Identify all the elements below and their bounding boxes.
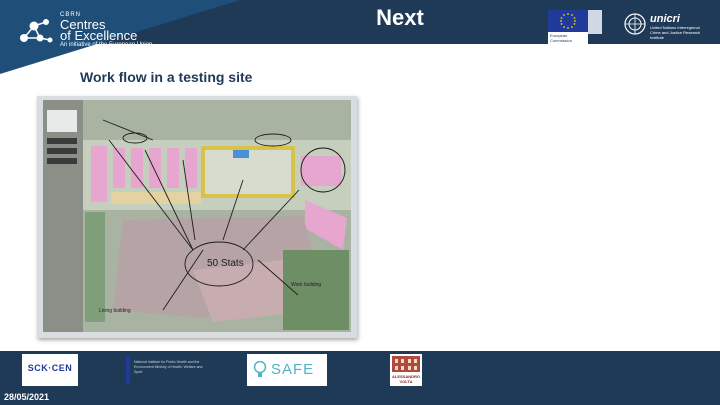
cbrn-coe-logo: CBRN Centres of Excellence An initiative… bbox=[16, 12, 206, 52]
coe-tagline: An initiative of the European Union bbox=[60, 42, 153, 48]
site-plan-image: 50 Stats Living building Work building bbox=[43, 100, 351, 332]
footer-bar: 28/05/2021 bbox=[0, 391, 720, 405]
testing-site-photo: 50 Stats Living building Work building bbox=[37, 96, 357, 338]
coe-cbrn-label: CBRN bbox=[60, 12, 82, 18]
unicri-logo: unicri United Nations Interregional Crim… bbox=[624, 11, 716, 40]
berlaymont-building-icon bbox=[588, 10, 602, 34]
sck-cen-logo: SCK·CEN bbox=[22, 354, 78, 386]
european-commission-logo: European Commission bbox=[548, 10, 588, 44]
safe-logo: SAFE bbox=[247, 354, 327, 386]
annotation-stats: 50 Stats bbox=[207, 258, 244, 269]
partner-strip bbox=[0, 351, 720, 391]
eu-caption: European Commission bbox=[550, 33, 573, 43]
eu-flag-icon bbox=[548, 10, 588, 32]
molecule-icon bbox=[20, 19, 53, 43]
page-title: Next bbox=[376, 5, 424, 30]
volta-label: ALESSANDRO VOLTA bbox=[391, 374, 420, 384]
un-emblem-icon bbox=[624, 13, 646, 35]
rivm-label: National Institute for Public Health and… bbox=[134, 360, 203, 374]
slide-title: Work flow in a testing site bbox=[80, 69, 253, 85]
rivm-emblem-icon bbox=[126, 356, 130, 384]
unicri-description: United Nations Interregional Crime and J… bbox=[650, 25, 701, 40]
safe-lightbulb-icon bbox=[253, 361, 267, 377]
coe-title-line2: of Excellence bbox=[60, 28, 138, 43]
sck-cen-label: SCK·CEN bbox=[27, 363, 73, 373]
slide-date: 28/05/2021 bbox=[4, 392, 50, 402]
coe-title-line1: Centres bbox=[60, 17, 106, 32]
annotation-living: Living building bbox=[99, 308, 131, 314]
volta-foundation-logo: ALESSANDRO VOLTA bbox=[390, 354, 422, 386]
safe-label: SAFE bbox=[271, 361, 315, 378]
rivm-logo: National Institute for Public Health and… bbox=[126, 354, 206, 386]
unicri-name: unicri bbox=[650, 13, 680, 25]
villa-building-icon bbox=[392, 356, 420, 372]
annotation-work: Work building bbox=[291, 282, 321, 288]
